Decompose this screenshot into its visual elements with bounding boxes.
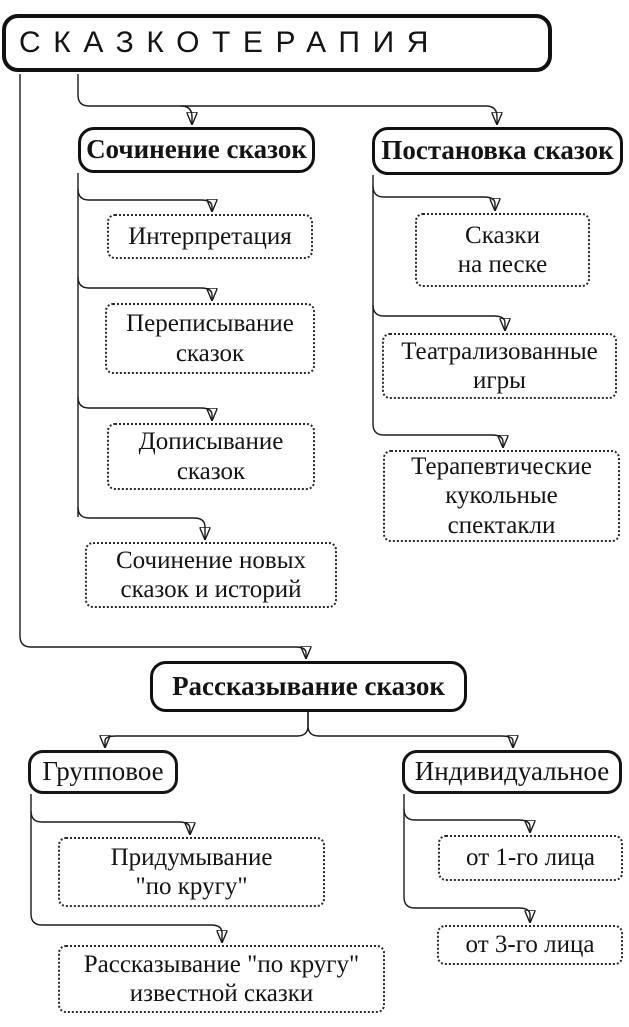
node-compose-tales: Сочинение сказок [78, 127, 315, 173]
node-label: от 1-го лица [466, 844, 595, 872]
node-staging-tales: Постановка сказок [372, 127, 623, 175]
node-telling-known-tale-in-circle: Рассказывание "по кругу" известной сказк… [58, 945, 385, 1013]
node-inventing-in-circle: Придумывание "по кругу" [58, 837, 325, 907]
edge-group-tellcircle [30, 913, 222, 942]
node-first-person: от 1-го лица [438, 835, 623, 881]
node-title-label: СКАЗКОТЕРАПИЯ [19, 26, 442, 60]
edge-group-invent [30, 810, 190, 834]
edge-staging-puppet [372, 423, 503, 447]
node-telling-tales: Рассказывание сказок [150, 661, 467, 712]
node-label: Интерпретация [128, 222, 292, 250]
node-label: Рассказывание сказок [172, 670, 445, 701]
node-sand-tales: Сказки на песке [415, 213, 590, 287]
node-label: Рассказывание "по кругу" известной сказк… [83, 950, 360, 1008]
node-label: Сказки на песке [457, 221, 548, 279]
node-label: Придумывание "по кругу" [110, 843, 273, 901]
node-title-skazkoterapiya: СКАЗКОТЕРАПИЯ [2, 14, 552, 72]
node-label: Сочинение сказок [86, 134, 307, 165]
edge-telling-group [105, 712, 309, 747]
node-label: Терапевтические кукольные спектакли [411, 452, 592, 539]
edge-individual-third [403, 896, 530, 922]
edge-staging-theatrical [372, 304, 505, 330]
edge-compose-finish [77, 396, 212, 420]
node-label: Групповое [42, 756, 164, 787]
node-therapeutic-puppet-shows: Терапевтические кукольные спектакли [383, 450, 620, 542]
edge-title-compose [77, 74, 192, 124]
node-group: Групповое [28, 750, 178, 794]
node-new-tales-and-stories: Сочинение новых сказок и историй [85, 542, 337, 608]
edge-title-staging [181, 105, 497, 124]
node-finishing-tales: Дописывание сказок [107, 423, 315, 490]
edge-telling-individual [307, 712, 513, 747]
node-label: Индивидуальное [414, 756, 610, 787]
node-label: Театрализованные игры [401, 337, 598, 395]
node-interpretation: Интерпретация [107, 214, 313, 259]
node-individual: Индивидуальное [402, 750, 622, 794]
node-label: от 3-го лица [465, 931, 595, 959]
node-label: Переписывание сказок [126, 310, 294, 367]
node-rewriting-tales: Переписывание сказок [105, 303, 315, 374]
edge-compose-interpret [77, 188, 212, 211]
node-label: Дописывание сказок [138, 428, 284, 485]
node-label: Постановка сказок [381, 135, 614, 166]
edge-staging-sand [372, 185, 495, 210]
node-third-person: от 3-го лица [437, 925, 623, 965]
edge-compose-rewrite [77, 276, 212, 300]
edge-title-telling [19, 74, 306, 658]
node-theatrical-games: Театрализованные игры [382, 333, 617, 399]
edge-individual-first [403, 808, 530, 832]
node-label: Сочинение новых сказок и историй [115, 546, 307, 604]
edge-compose-newtales [77, 506, 205, 539]
